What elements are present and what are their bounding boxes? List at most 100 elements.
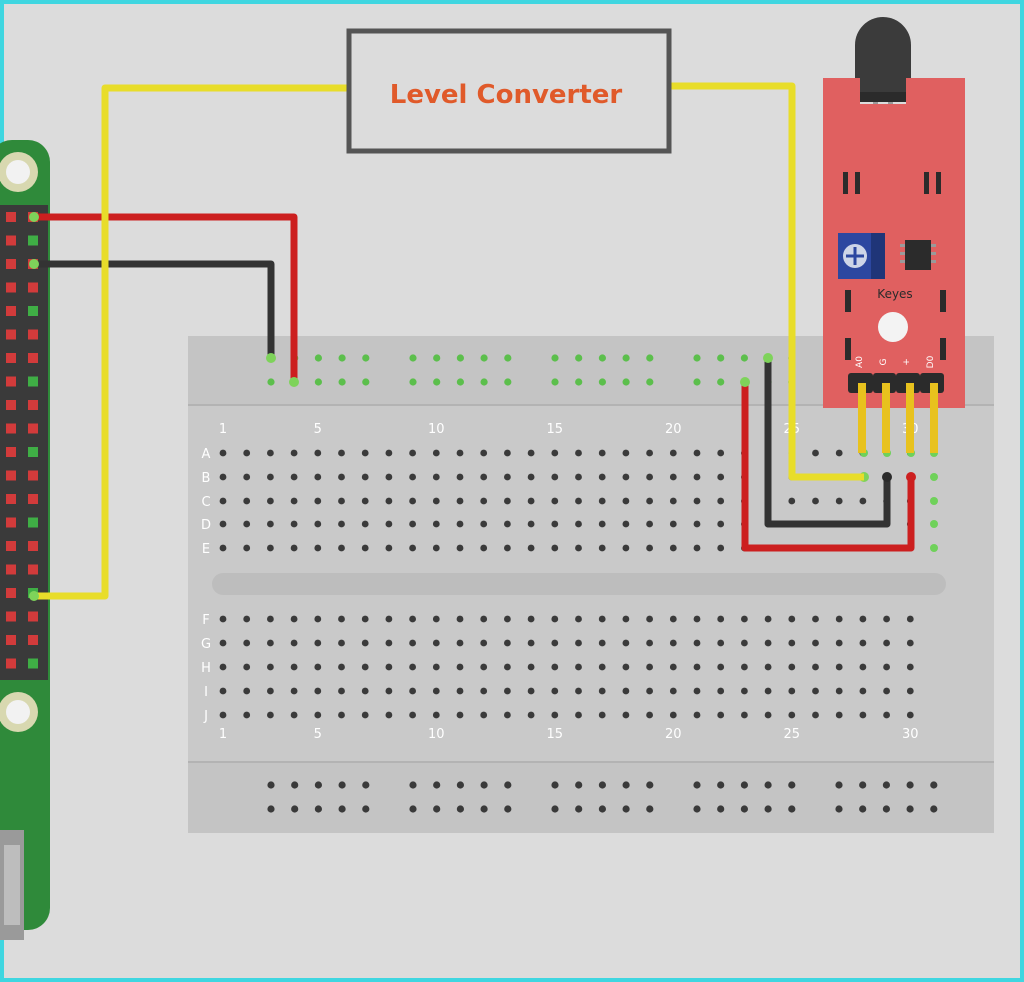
smd-pad — [940, 338, 946, 360]
breadboard-hole — [243, 615, 251, 623]
gpio-pin — [28, 635, 38, 645]
gpio-pin — [6, 259, 16, 269]
breadboard-hole — [741, 639, 748, 647]
breadboard-hole — [646, 520, 653, 528]
breadboard-hole — [669, 449, 677, 457]
column-number: 25 — [784, 727, 801, 742]
breadboard-hole — [575, 639, 582, 647]
breadboard-hole — [812, 639, 819, 647]
breadboard-hole — [361, 711, 369, 719]
breadboard-hole-active — [930, 520, 938, 528]
chip-leg — [931, 260, 936, 263]
rail-hole — [788, 781, 796, 789]
breadboard-hole — [835, 639, 843, 647]
rail-hole — [362, 781, 370, 789]
breadboard-hole — [527, 663, 535, 671]
breadboard-hole — [669, 639, 677, 647]
breadboard-hole — [361, 639, 369, 647]
breadboard-hole — [456, 615, 464, 623]
column-number: 15 — [547, 422, 564, 437]
breadboard-hole — [504, 687, 511, 695]
breadboard-hole — [575, 615, 582, 623]
breadboard-hole — [504, 639, 511, 647]
sensor-pin-label: G — [879, 358, 889, 365]
row-letter: A — [202, 447, 211, 462]
breadboard-hole — [575, 449, 582, 457]
rail-hole — [338, 378, 346, 386]
rail-hole — [622, 781, 630, 789]
breadboard-hole — [361, 615, 369, 623]
breadboard-hole — [741, 663, 748, 671]
breadboard-hole — [622, 687, 630, 695]
breadboard-hole — [527, 615, 535, 623]
breadboard-hole — [504, 449, 511, 457]
row-letter: B — [202, 471, 211, 486]
rail-hole — [504, 378, 512, 386]
smd-pad — [855, 172, 860, 194]
breadboard-hole — [575, 711, 582, 719]
breadboard-hole — [338, 687, 345, 695]
gpio-pin — [6, 611, 16, 622]
breadboard-hole — [409, 544, 416, 552]
rail-hole — [504, 805, 512, 813]
level-converter-label: Level Converter — [390, 80, 623, 110]
breadboard-hole — [693, 663, 701, 671]
breadboard-hole — [243, 473, 251, 481]
breadboard-hole — [788, 497, 796, 505]
breadboard-hole — [788, 663, 796, 671]
breadboard-hole — [764, 639, 772, 647]
breadboard-hole — [480, 473, 488, 481]
wire-end — [266, 353, 276, 363]
wire-end — [763, 353, 773, 363]
breadboard-hole — [409, 473, 416, 481]
rail-hole — [764, 805, 772, 813]
breadboard-hole — [432, 663, 440, 671]
breadboard-hole — [314, 473, 322, 481]
breadboard-hole — [622, 711, 630, 719]
breadboard-hole — [693, 711, 701, 719]
gpio-pin — [6, 447, 16, 457]
breadboard-hole — [409, 615, 416, 623]
breadboard-hole — [883, 615, 890, 623]
breadboard-hole — [432, 711, 440, 719]
rail-hole — [338, 354, 346, 362]
breadboard-hole — [575, 497, 582, 505]
breadboard-hole — [409, 663, 416, 671]
gpio-pin — [6, 517, 16, 528]
breadboard-hole — [764, 687, 772, 695]
breadboard-hole — [622, 520, 630, 528]
breadboard-hole — [314, 520, 322, 528]
sensor-pin — [882, 383, 890, 453]
smd-pad — [845, 290, 851, 312]
wire-black-rail-to-sensor — [764, 358, 891, 528]
pi-connector-inner — [4, 845, 20, 925]
breadboard-hole — [314, 449, 322, 457]
breadboard-hole — [812, 449, 819, 457]
breadboard-hole — [646, 663, 653, 671]
breadboard-hole — [717, 615, 725, 623]
gpio-pin — [6, 470, 16, 481]
breadboard-hole — [598, 639, 606, 647]
breadboard-hole — [906, 663, 914, 671]
breadboard-hole — [646, 687, 653, 695]
breadboard-hole — [859, 663, 867, 671]
breadboard-hole — [504, 520, 511, 528]
breadboard-hole — [243, 711, 251, 719]
wire-red-rail-to-sensor — [741, 382, 915, 552]
column-number: 20 — [665, 727, 682, 742]
breadboard-hole — [741, 615, 748, 623]
rail-hole — [575, 805, 583, 813]
breadboard-hole — [693, 449, 701, 457]
breadboard-hole — [527, 639, 535, 647]
sensor-pin-label: D0 — [926, 355, 936, 368]
rail-hole — [504, 354, 512, 362]
breadboard-hole — [575, 544, 582, 552]
breadboard-hole — [456, 711, 464, 719]
rail-hole — [764, 781, 772, 789]
column-number: 1 — [219, 422, 227, 437]
breadboard-hole — [314, 711, 322, 719]
rail-hole — [480, 805, 488, 813]
breadboard-hole — [551, 711, 559, 719]
breadboard-hole — [835, 663, 843, 671]
gpio-pin — [6, 588, 16, 598]
